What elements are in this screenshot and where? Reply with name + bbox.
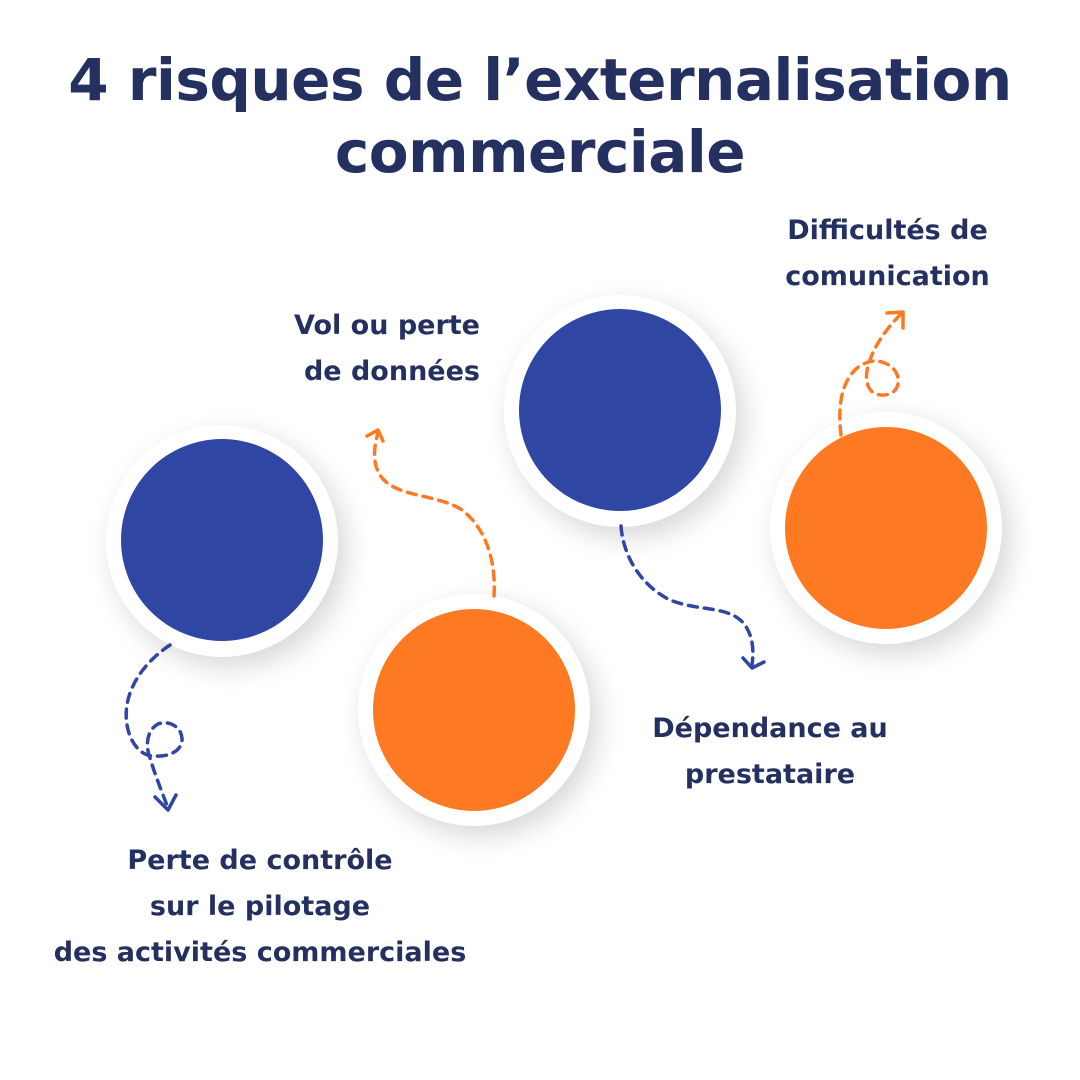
- label-risk-1-line-2: sur le pilotage: [149, 891, 371, 922]
- label-risk-4: Difficultés de comunication: [750, 208, 1025, 300]
- dashed-arrow-risk-2-icon: [372, 431, 497, 598]
- arrowhead-risk-3-icon: [741, 656, 766, 670]
- label-risk-4-line-2: comunication: [785, 261, 990, 292]
- label-risk-2: Vol ou perte de données: [240, 303, 480, 395]
- circle-risk-2-orange: [373, 609, 575, 811]
- arrowhead-risk-2-icon: [365, 428, 385, 443]
- label-risk-1: Perte de contrôle sur le pilotage des ac…: [0, 838, 520, 976]
- label-risk-3-line-1: Dépendance au: [652, 713, 888, 744]
- arrowhead-risk-4-icon: [885, 310, 905, 330]
- circle-risk-4-orange: [785, 427, 987, 629]
- circle-risk-1-blue: [121, 439, 323, 641]
- label-risk-3: Dépendance au prestataire: [620, 706, 920, 798]
- label-risk-1-line-3: des activités commerciales: [53, 937, 467, 968]
- circle-risk-3-blue: [519, 309, 721, 511]
- dashed-arrow-risk-1-icon: [124, 643, 184, 810]
- dashed-arrow-risk-3-icon: [619, 524, 755, 667]
- page-title: 4 risques de l’externalisation commercia…: [0, 44, 1080, 188]
- label-risk-2-line-2: de données: [303, 356, 480, 387]
- title-line-1: 4 risques de l’externalisation: [68, 46, 1012, 114]
- label-risk-2-line-1: Vol ou perte: [294, 310, 480, 341]
- arrowhead-risk-1-icon: [153, 793, 178, 812]
- label-risk-1-line-1: Perte de contrôle: [127, 845, 393, 876]
- title-line-2: commerciale: [334, 118, 746, 186]
- label-risk-4-line-1: Difficultés de: [787, 215, 988, 246]
- label-risk-3-line-2: prestataire: [684, 759, 856, 790]
